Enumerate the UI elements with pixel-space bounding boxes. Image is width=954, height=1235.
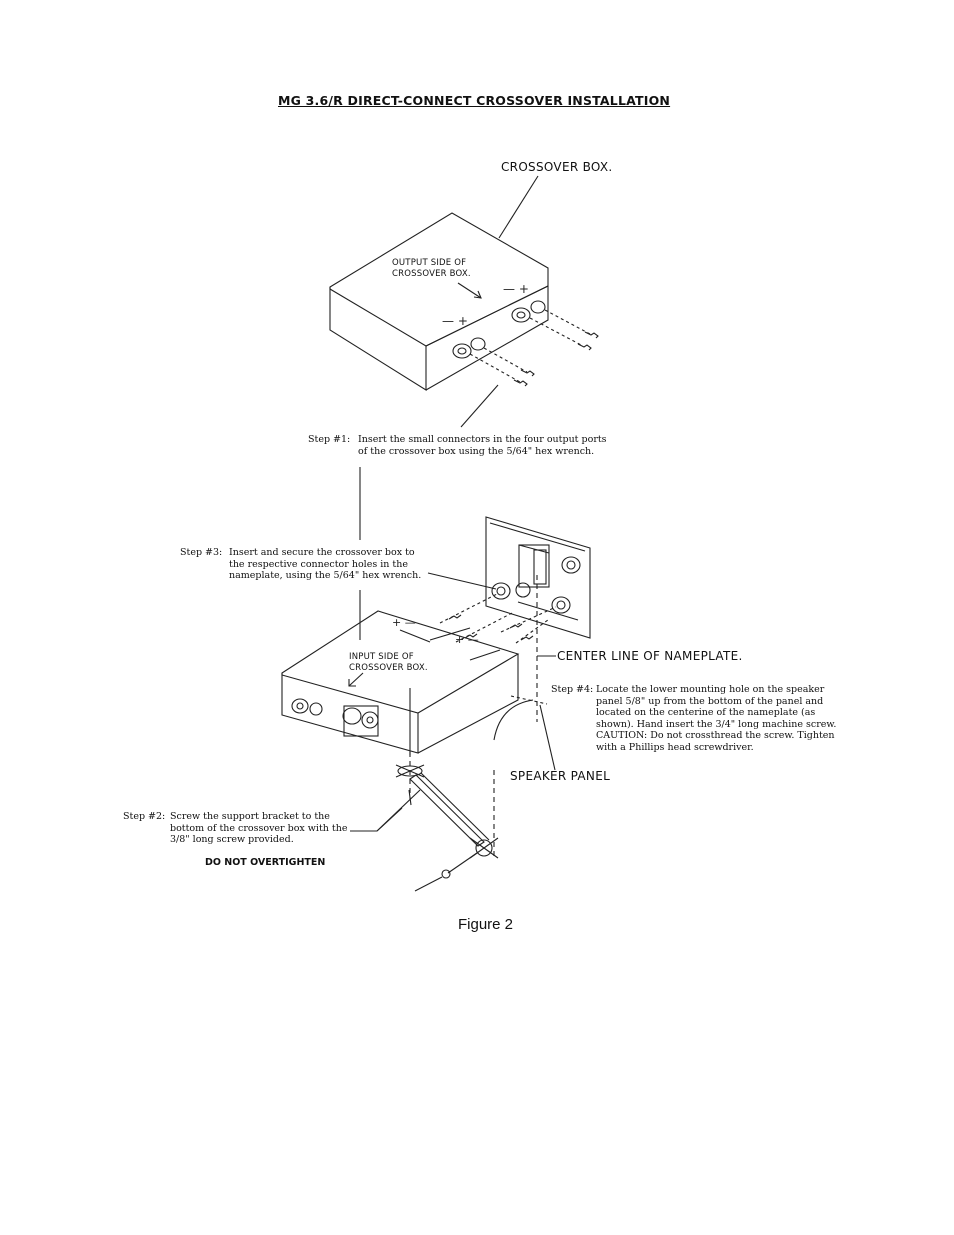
step-4-line2: panel 5/8" up from the bottom of the pan… bbox=[596, 695, 824, 707]
step-4-line3: located on the centerine of the nameplat… bbox=[596, 707, 816, 718]
step-2: Step #2: Screw the support bracket to the… bbox=[123, 811, 347, 846]
svg-text:+ —: + — bbox=[455, 633, 479, 646]
step-4-line5: CAUTION: Do not crossthread the screw. T… bbox=[596, 730, 835, 741]
step-3-line1: Insert and secure the crossover box to bbox=[229, 547, 415, 558]
step-1: Step #1: Insert the small connectors in t… bbox=[308, 434, 607, 457]
output-side-label-line2: CROSSOVER BOX. bbox=[392, 269, 471, 279]
crossover-box-label: CROSSOVER BOX. bbox=[501, 160, 613, 174]
step-2-line2: bottom of the crossover box with the bbox=[170, 822, 348, 834]
crossover-box-top: — + — + bbox=[329, 212, 549, 391]
output-side-label-line1: OUTPUT SIDE OF bbox=[392, 258, 467, 268]
step-4-line1: Locate the lower mounting hole on the sp… bbox=[596, 684, 825, 695]
page-title: MG 3.6/R DIRECT-CONNECT CROSSOVER INSTAL… bbox=[278, 93, 671, 108]
warning-text: DO NOT OVERTIGHTEN bbox=[205, 857, 326, 868]
step-1-line2: of the crossover box using the 5/64" hex… bbox=[358, 445, 595, 457]
input-side-label: INPUT SIDE OF CROSSOVER BOX. bbox=[349, 652, 428, 674]
step-3-line2: the respective connector holes in the bbox=[229, 558, 408, 570]
step-3: Step #3: Insert and secure the crossover … bbox=[180, 547, 421, 582]
input-side-label-line2: CROSSOVER BOX. bbox=[349, 663, 428, 673]
step-3-line3: nameplate, using the 5/64" hex wrench. bbox=[229, 570, 422, 581]
step-2-line1: Screw the support bracket to the bbox=[170, 811, 330, 822]
input-side-label-line1: INPUT SIDE OF bbox=[349, 652, 414, 662]
svg-text:— +: — + bbox=[503, 282, 529, 296]
support-bracket bbox=[395, 752, 499, 892]
output-side-label: OUTPUT SIDE OF CROSSOVER BOX. bbox=[392, 258, 471, 280]
center-line-label: CENTER LINE OF NAMEPLATE. bbox=[557, 649, 743, 663]
step-4-line4: shown). Hand insert the 3/4" long machin… bbox=[596, 718, 837, 730]
svg-text:— +: — + bbox=[442, 314, 468, 328]
nameplate bbox=[485, 516, 591, 639]
step-2-line3: 3/8" long screw provided. bbox=[170, 834, 294, 845]
step-4-line6: with a Phillips head screwdriver. bbox=[596, 741, 754, 753]
crossover-box-bottom: + — + — bbox=[281, 610, 520, 755]
step-4: Step #4:Locate the lower mounting hole o… bbox=[551, 684, 836, 753]
speaker-panel-label: SPEAKER PANEL bbox=[510, 769, 611, 783]
figure-caption: Figure 2 bbox=[458, 916, 514, 933]
step-1-line1: Insert the small connectors in the four … bbox=[358, 434, 607, 445]
connection-lines bbox=[439, 593, 557, 644]
step-1-head: Step #1: bbox=[308, 434, 351, 445]
step-2-head: Step #2: bbox=[123, 811, 166, 822]
svg-text:+ —: + — bbox=[392, 616, 416, 629]
step-3-head: Step #3: bbox=[180, 547, 223, 558]
step-4-head: Step #4: bbox=[551, 684, 594, 695]
output-connectors bbox=[452, 300, 599, 387]
